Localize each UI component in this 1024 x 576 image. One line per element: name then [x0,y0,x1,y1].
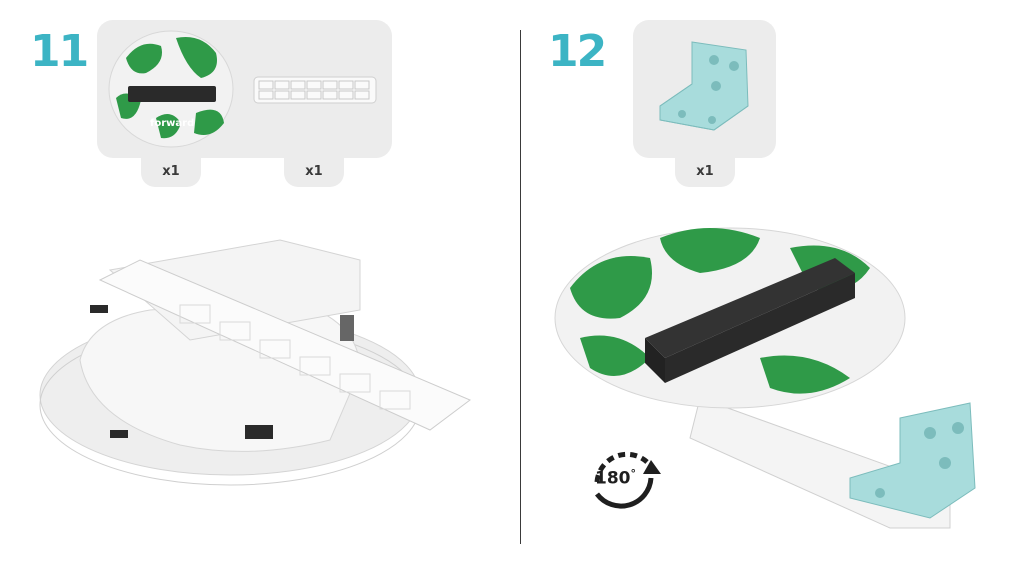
rotation-value: 180 [595,468,631,489]
rotation-indicator: 180° [585,444,669,514]
step-11-number: 11 [30,26,89,77]
part-qty-label: x1 [305,164,323,179]
connector-strip-part [253,76,377,104]
rotate-180-icon [594,451,661,509]
board-text: forward [150,118,194,129]
part-qty-label: x1 [696,164,714,179]
rotation-unit: ° [630,467,637,480]
step-divider [520,30,521,544]
part-qty-label: x1 [162,164,180,179]
step-12-number: 12 [548,26,607,77]
step-11-part-2-qty-tab: x1 [284,157,344,187]
step-12-part-1-qty-tab: x1 [675,157,735,187]
step-12-assembly-illustration [554,227,976,529]
rotation-degrees: 180° [595,467,636,489]
forward-board-part: forward [108,30,234,148]
step-11-assembly-illustration [39,239,471,486]
bracket-part [659,41,749,131]
step-11-part-1-qty-tab: x1 [141,157,201,187]
